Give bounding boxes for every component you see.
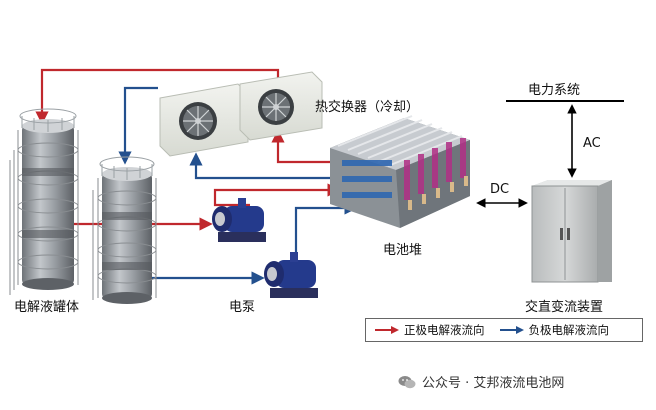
flow-legend: 正极电解液流向 负极电解液流向: [365, 318, 643, 342]
pump-label: 电泵: [229, 300, 256, 315]
ac-label: AC: [583, 136, 601, 151]
negative-flow-lines: [118, 86, 358, 285]
converter-cabinet: [531, 180, 612, 283]
pump-upper: [212, 198, 266, 242]
red-arrow-icon: [375, 326, 399, 334]
right-electrolyte-tank: [92, 156, 157, 304]
pump-lower: [264, 252, 318, 298]
heat-exchanger-left: [159, 83, 249, 157]
stack-label: 电池堆: [383, 243, 423, 258]
battery-stack: [330, 115, 470, 228]
legend-positive-label: 正极电解液流向: [404, 323, 485, 337]
dc-label: DC: [490, 182, 510, 197]
watermark: 公众号 · 艾邦液流电池网: [398, 372, 564, 391]
watermark-text: 公众号 · 艾邦液流电池网: [422, 376, 565, 391]
tanks-label: 电解液罐体: [14, 300, 80, 315]
blue-arrow-icon: [499, 326, 524, 334]
heat-exchanger-right: [239, 71, 323, 141]
power-system-label: 电力系统: [528, 83, 581, 98]
wechat-icon: [398, 375, 416, 388]
converter-label: 交直变流装置: [525, 300, 604, 315]
legend-positive: 正极电解液流向: [374, 322, 485, 338]
legend-negative: 负极电解液流向: [499, 322, 610, 338]
heat-exchanger-label: 热交换器（冷却）: [315, 100, 420, 115]
legend-negative-label: 负极电解液流向: [528, 323, 610, 337]
left-electrolyte-tank: [9, 108, 79, 295]
